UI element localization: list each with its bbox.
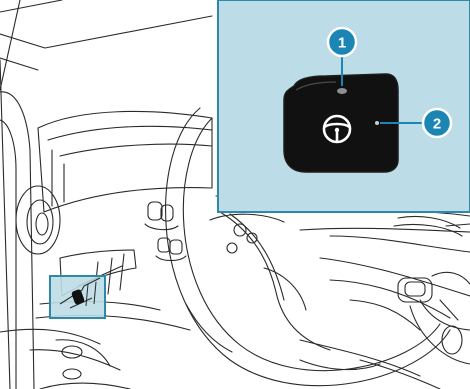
windshield-frame [0, 0, 62, 12]
callout-2: 2 [423, 109, 451, 137]
left-air-vent [16, 186, 60, 254]
zoom-inset: 1 2 [218, 0, 470, 212]
callout-1: 1 [328, 28, 356, 56]
callout-1-number: 1 [338, 35, 346, 52]
button-surface-point [375, 121, 379, 125]
center-console [320, 258, 470, 296]
indicator-lamp [337, 88, 347, 94]
callout-2-number: 2 [433, 116, 441, 133]
button-location-highlight [50, 276, 105, 318]
